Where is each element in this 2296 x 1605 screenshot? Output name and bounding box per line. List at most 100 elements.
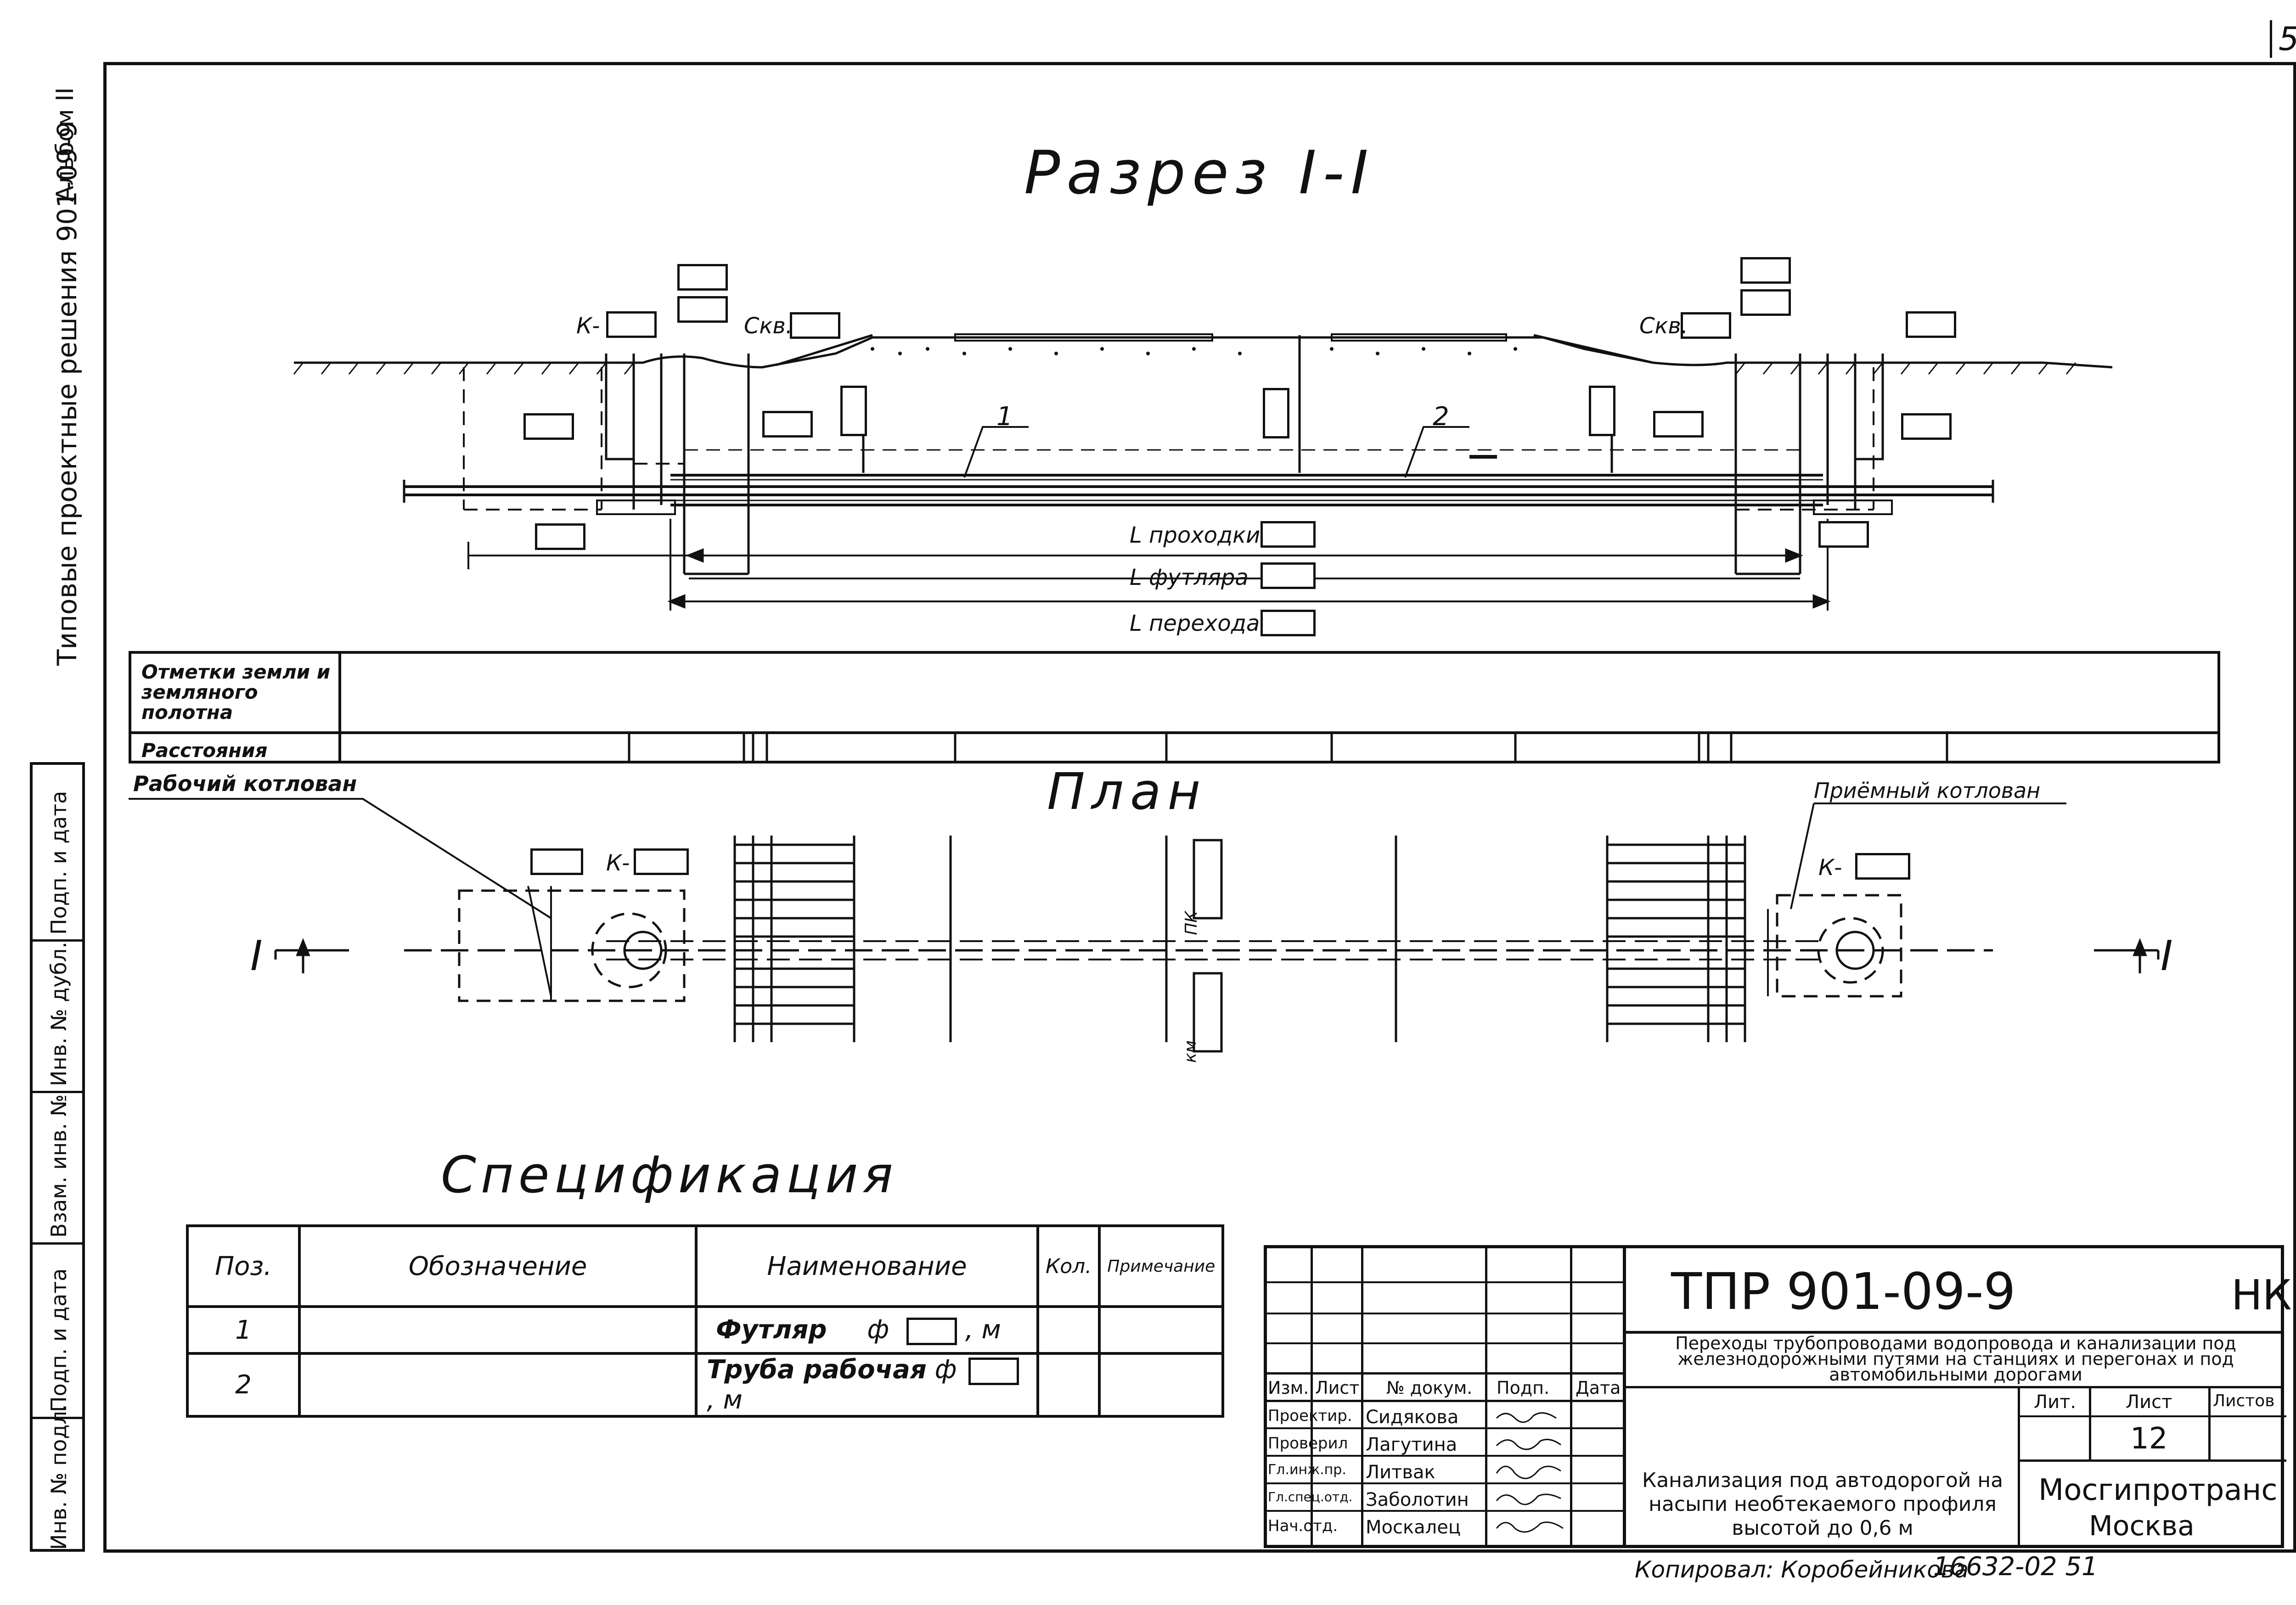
plan-title: План [1047, 762, 1207, 821]
section-box [1740, 289, 1791, 316]
section-box [1681, 312, 1731, 339]
org-name: Мосгипротранс [2038, 1473, 2278, 1507]
signatures [1496, 1412, 1564, 1533]
section-box [840, 386, 867, 436]
staff-name: Сидякова [1366, 1407, 1459, 1428]
tb-col-date: Дата [1576, 1378, 1621, 1398]
staff-role: Проектир. [1268, 1407, 1352, 1425]
staff-name: Москалец [1366, 1517, 1461, 1538]
receive-pit-label: Приёмный котлован [1814, 778, 2041, 803]
section-box [677, 264, 728, 291]
doc-subject: Переходы трубопроводами водопровода и ка… [1675, 1333, 2236, 1385]
spec-row1-designation [298, 1305, 698, 1355]
ground-line [294, 336, 2113, 369]
spec-row2-designation [298, 1352, 698, 1418]
section-title: Разрез I-I [1024, 138, 1375, 208]
spec-header-designation: Обозначение [298, 1224, 698, 1308]
tb-col-doc: № докум. [1386, 1378, 1473, 1398]
plan-k-left-box [634, 848, 689, 875]
section-box [1263, 388, 1289, 438]
spec-row1-note [1098, 1305, 1225, 1355]
section-box [1906, 311, 1956, 338]
side-stamp: Подп. и дата Инв. № дубл. Взам. инв. № П… [30, 762, 85, 1552]
section-box [677, 296, 728, 323]
spec-row1-qty [1036, 1305, 1101, 1355]
spec-row2-qty [1036, 1352, 1101, 1418]
tb-col-sign: Подп. [1497, 1378, 1550, 1398]
staff-role: Нач.отд. [1268, 1517, 1338, 1535]
doc-mark: НК [2231, 1271, 2292, 1319]
len-passage-label: L проходки [1130, 522, 1261, 548]
sheet-frame [103, 62, 2296, 1553]
spec-header-name: Наименование [695, 1224, 1039, 1308]
spec-row2-value-box [968, 1357, 1019, 1385]
side-cell-replace-inv: Взам. инв. № [33, 1091, 82, 1242]
spec-title: Спецификация [441, 1145, 898, 1204]
section-box [762, 411, 813, 438]
skv-left-label: Скв. [744, 313, 793, 339]
section-box [790, 312, 840, 339]
staff-name: Заболотин [1366, 1489, 1469, 1510]
spec-row2-name: Труба рабочая ф , м [695, 1352, 1039, 1418]
section-mark-right: I [2161, 932, 2173, 980]
spec-row2-name-text: Труба рабочая [707, 1355, 927, 1385]
spec-row1-suffix: , м [965, 1315, 1001, 1345]
plan-k-right-label: К- [1818, 855, 1842, 881]
skv-right-label: Скв. [1639, 313, 1688, 339]
spec-row1-name: Футляр ф , м [695, 1305, 1039, 1355]
section-box [606, 311, 657, 338]
side-cell-sign-date-2: Подп. и дата [33, 1242, 82, 1417]
spec-row1-unit: ф [867, 1315, 889, 1345]
title-block: ТПР 901-09-9 НК Переходы трубопроводами … [1264, 1245, 2292, 1548]
spec-row1-value-box [906, 1317, 957, 1345]
staff-name: Лагутина [1366, 1434, 1458, 1455]
plan-k-left-label: К- [606, 850, 630, 876]
spec-row1-pos: 1 [186, 1305, 301, 1355]
spec-row2-unit: ф [934, 1355, 957, 1385]
spec-row1-name-text: Футляр [716, 1315, 827, 1345]
profile-row1-label: Отметки земли и земляного полотна [141, 661, 331, 724]
section-box [1901, 413, 1952, 440]
table-row: 1 Футляр ф , м [186, 1305, 1225, 1355]
section-box [1589, 386, 1615, 436]
work-pit-label: Рабочий котлован [133, 771, 357, 796]
spec-header-pos: Поз. [186, 1224, 301, 1308]
org-city: Москва [2089, 1510, 2195, 1542]
len-crossing-label: L перехода [1130, 611, 1260, 636]
section-box [1740, 257, 1791, 284]
spec-header-note: Примечание [1098, 1224, 1225, 1308]
sheet-label: Лист [2126, 1392, 2172, 1413]
staff-name: Литвак [1366, 1462, 1435, 1483]
km-label: км [1181, 1040, 1200, 1063]
tb-col-list: Лист [1315, 1378, 1360, 1398]
copied-by: Копировал: Коробейникова [1635, 1556, 1969, 1583]
plan-k-right-box [1855, 853, 1910, 880]
section-box [523, 413, 574, 440]
doc-code: ТПР 901-09-9 [1671, 1262, 2016, 1321]
len-case-label: L футляра [1130, 565, 1249, 590]
k-left-label: К- [576, 313, 600, 339]
side-cell-dup-inv: Инв. № дубл. [33, 939, 82, 1091]
position-2-label: 2 [1433, 402, 1449, 432]
page-number: 50 [2269, 20, 2296, 58]
sheet-title: Канализация под автодорогой на насыпи не… [1642, 1469, 2003, 1540]
stamp-number: 16632-02 51 [1933, 1552, 2098, 1582]
plan-box [530, 848, 583, 875]
len-case-box [1261, 562, 1316, 589]
sheets-label: Листов [2213, 1392, 2275, 1410]
len-crossing-box [1261, 610, 1316, 636]
section-box [1818, 521, 1869, 548]
table-row: 2 Труба рабочая ф , м [186, 1352, 1225, 1418]
spec-header-qty: Кол. [1036, 1224, 1101, 1308]
len-passage-box [1261, 521, 1316, 548]
staff-role: Гл.спец.отд. [1268, 1489, 1353, 1504]
spec-row2-pos: 2 [186, 1352, 301, 1418]
spec-table: Поз. Обозначение Наименование Кол. Приме… [186, 1224, 1225, 1418]
section-box [1653, 411, 1704, 438]
profile-row2-label: Расстояния [141, 739, 268, 762]
side-cell-orig-inv: Инв. № подл. [33, 1404, 82, 1554]
position-1-label: 1 [996, 402, 1013, 432]
section-box [535, 523, 585, 550]
staff-role: Гл.инж.пр. [1268, 1462, 1346, 1478]
